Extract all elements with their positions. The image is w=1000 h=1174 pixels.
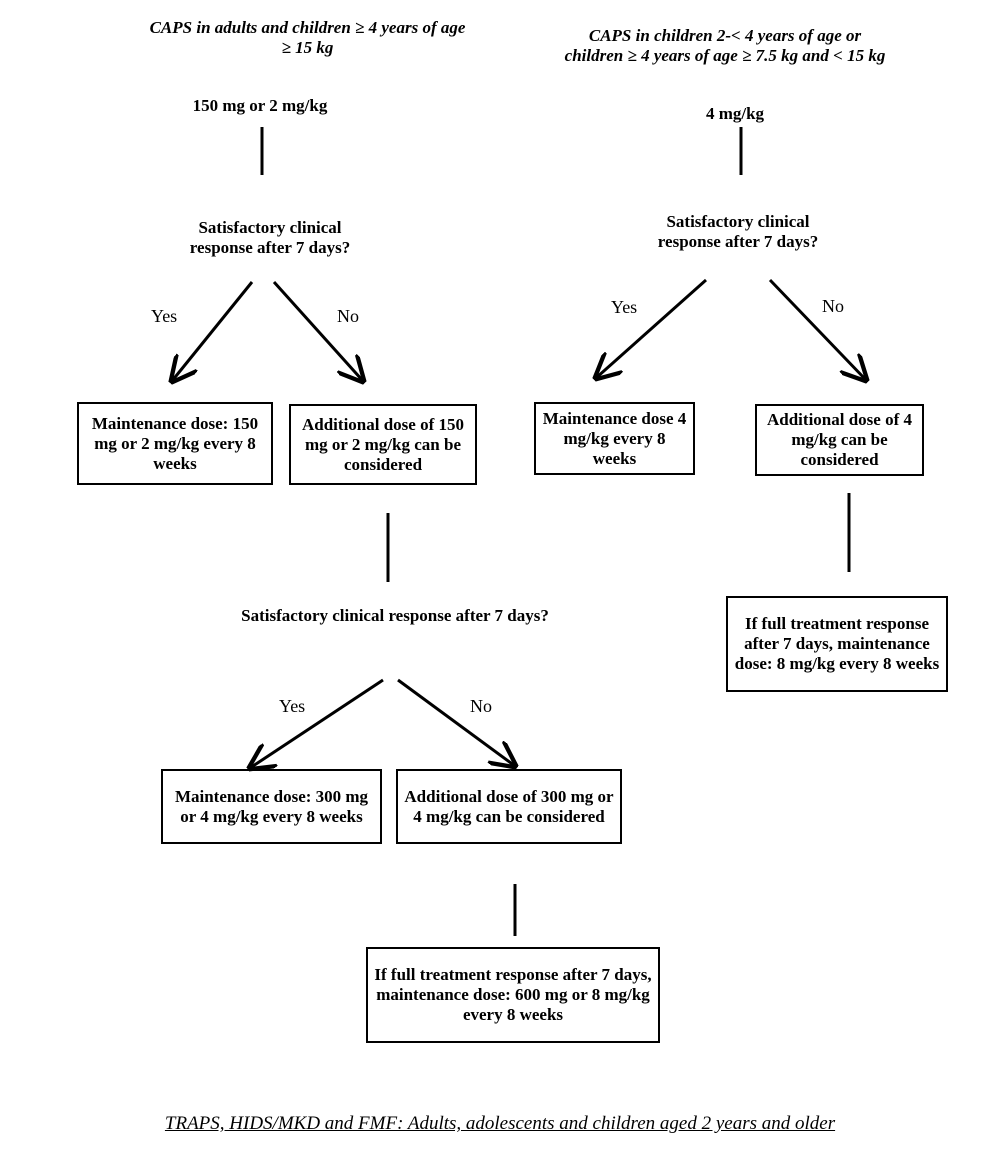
left-yes-arrow xyxy=(172,281,254,381)
left-heading: CAPS in adults and children ≥ 4 years of… xyxy=(100,18,515,58)
left-no2-arrow xyxy=(397,678,515,766)
right-yes-label: Yes xyxy=(611,297,638,317)
left-heading-line1: CAPS in adults and children ≥ 4 years of… xyxy=(149,18,466,37)
right-heading-line1: CAPS in children 2-< 4 years of age or xyxy=(588,26,862,45)
right-additional-box: Additional dose of 4 mg/kg can be consid… xyxy=(755,404,924,476)
left-maintenance2-box: Maintenance dose: 300 mg or 4 mg/kg ever… xyxy=(161,769,382,844)
left-no-arrow xyxy=(272,280,363,381)
left-additional-box: Additional dose of 150 mg or 2 mg/kg can… xyxy=(289,404,477,485)
left-start-dose: 150 mg or 2 mg/kg xyxy=(192,96,328,115)
left-question2: Satisfactory clinical response after 7 d… xyxy=(241,606,549,625)
left-no-label: No xyxy=(337,306,359,326)
footer-note: TRAPS, HIDS/MKD and FMF: Adults, adolesc… xyxy=(164,1113,836,1134)
left-heading-line2: ≥ 15 kg xyxy=(281,38,334,57)
right-no-arrow xyxy=(768,278,866,380)
right-no-label: No xyxy=(822,296,844,316)
right-heading: CAPS in children 2-< 4 years of age or c… xyxy=(520,26,930,66)
left-yes2-label: Yes xyxy=(279,696,306,716)
right-maintenance-box: Maintenance dose 4 mg/kg every 8 weeks xyxy=(534,402,695,475)
right-heading-line2: children ≥ 4 years of age ≥ 7.5 kg and <… xyxy=(564,46,886,65)
left-maintenance-box: Maintenance dose: 150 mg or 2 mg/kg ever… xyxy=(77,402,273,485)
right-yes-arrow xyxy=(596,278,707,378)
right-final-box: If full treatment response after 7 days,… xyxy=(726,596,948,692)
left-additional2-box: Additional dose of 300 mg or 4 mg/kg can… xyxy=(396,769,622,844)
right-start-dose: 4 mg/kg xyxy=(705,104,765,123)
left-question1: Satisfactory clinical response after 7 d… xyxy=(189,218,351,257)
left-final-box: If full treatment response after 7 days,… xyxy=(366,947,660,1043)
left-no2-label: No xyxy=(470,696,492,716)
left-yes2-arrow xyxy=(250,678,384,768)
left-yes-label: Yes xyxy=(151,306,178,326)
right-question1: Satisfactory clinical response after 7 d… xyxy=(657,212,819,251)
